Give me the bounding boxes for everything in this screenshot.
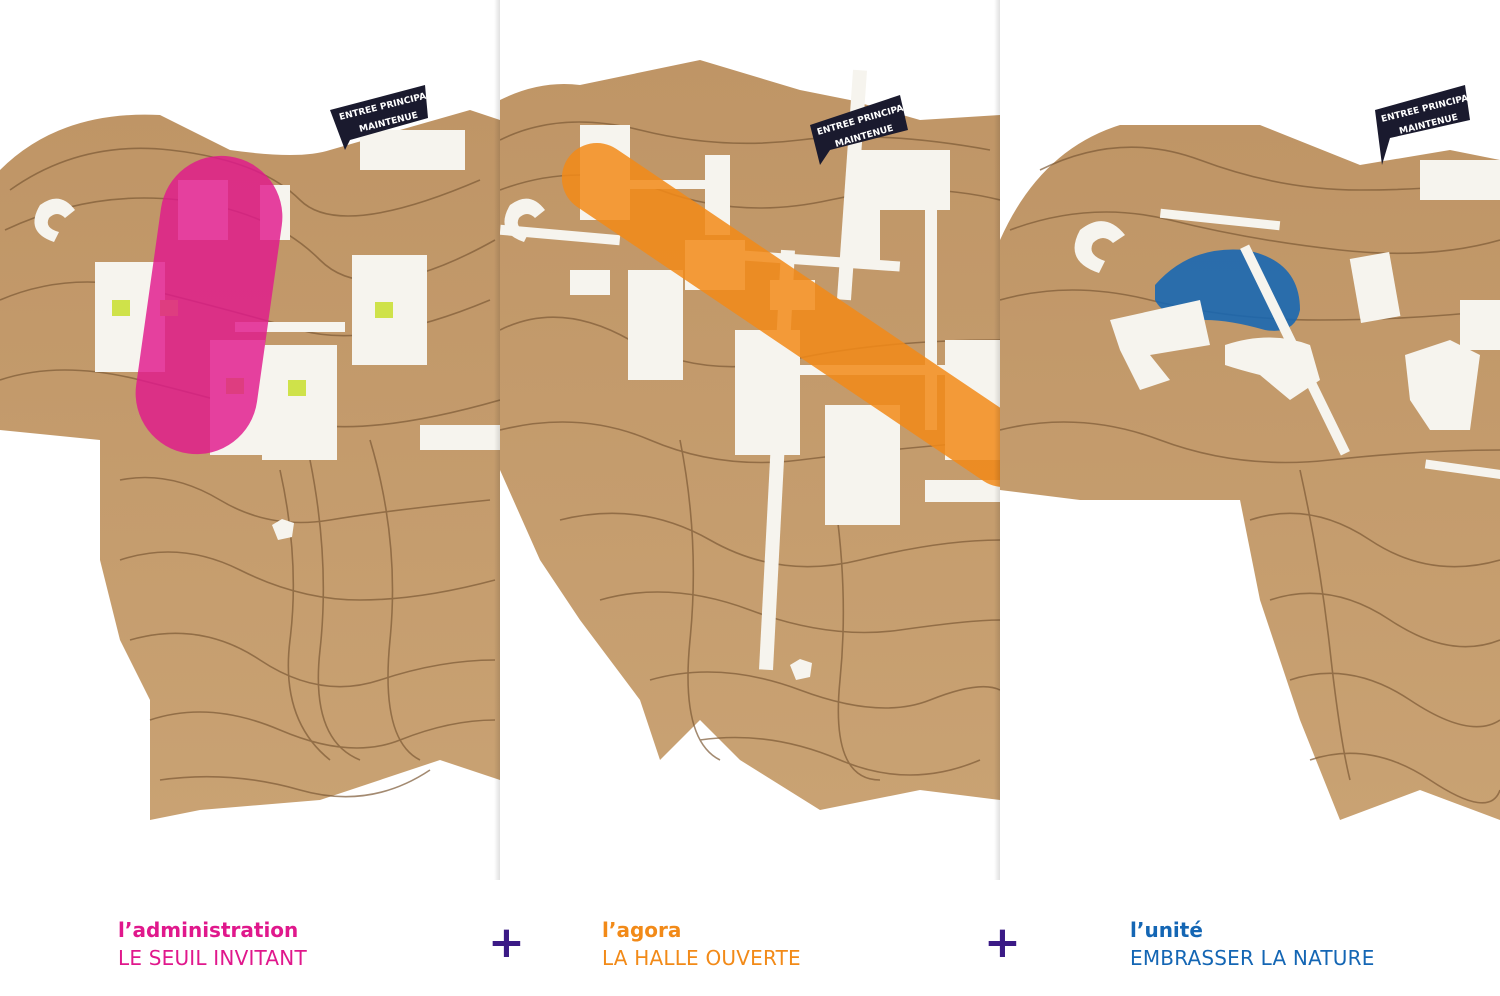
caption-administration: l’administration LE SEUIL INVITANT bbox=[118, 916, 307, 972]
administration-overlay bbox=[135, 155, 283, 455]
caption-title: l’agora bbox=[602, 918, 682, 942]
model-panel-agora: ENTREE PRINCIPALE MAINTENUE l’agora LA H… bbox=[500, 0, 1000, 996]
caption-agora: l’agora LA HALLE OUVERTE bbox=[602, 916, 801, 972]
model-panel-unite: ENTREE PRINCIPALE MAINTENUE l’unité EMBR… bbox=[1000, 0, 1500, 996]
site-model-photo-3: ENTREE PRINCIPALE MAINTENUE bbox=[1000, 85, 1500, 820]
plus-separator-1: + bbox=[488, 917, 525, 968]
entrance-sign: ENTREE PRINCIPALE MAINTENUE bbox=[1375, 85, 1481, 165]
plus-separator-2: + bbox=[984, 917, 1021, 968]
model-panel-administration: ENTREE PRINCIPALE MAINTENUE l’administra… bbox=[0, 0, 500, 996]
agora-overlay bbox=[561, 142, 1000, 488]
caption-title: l’administration bbox=[118, 918, 299, 942]
caption-subtitle: LE SEUIL INVITANT bbox=[118, 946, 307, 970]
caption-subtitle: EMBRASSER LA NATURE bbox=[1130, 946, 1375, 970]
site-model-photo-1: ENTREE PRINCIPALE MAINTENUE bbox=[0, 85, 500, 820]
site-model-photo-2: ENTREE PRINCIPALE MAINTENUE bbox=[500, 60, 1000, 810]
caption-unite: l’unité EMBRASSER LA NATURE bbox=[1130, 916, 1375, 972]
caption-subtitle: LA HALLE OUVERTE bbox=[602, 946, 801, 970]
caption-title: l’unité bbox=[1130, 918, 1203, 942]
